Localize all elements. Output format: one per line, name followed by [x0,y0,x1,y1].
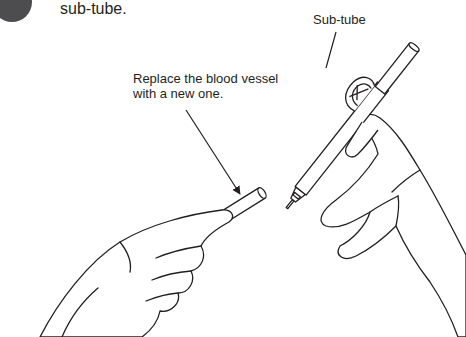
instruction-label: Replace the blood vessel with a new one. [133,72,283,102]
step-circle [0,0,32,22]
leader-arrow [186,110,240,194]
left-hand [40,210,233,337]
part-label: Sub-tube [313,13,393,28]
pen-device [266,29,421,212]
leader-line [326,32,336,68]
step-text: sub-tube. [60,0,200,18]
sub-tube [375,43,419,94]
right-thumb [346,122,378,157]
